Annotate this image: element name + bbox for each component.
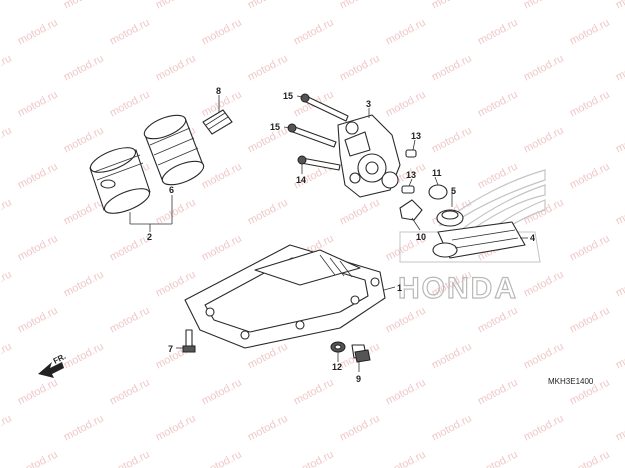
diagram-code: MKH3E1400 [548, 377, 594, 386]
callout-15-bottom: 15 [270, 122, 280, 132]
honda-wing-logo: HONDA [397, 169, 546, 306]
callout-labels: 1 2 3 4 5 6 7 8 9 10 11 12 13 13 14 15 1… [147, 86, 535, 384]
pump-bolts [287, 93, 349, 171]
oil-pump [337, 114, 401, 198]
callout-9: 9 [356, 374, 361, 384]
oil-strainer [432, 221, 526, 259]
oil-pan [184, 244, 386, 349]
callout-10: 10 [416, 232, 426, 242]
callout-13-bottom: 13 [406, 170, 416, 180]
callout-12: 12 [332, 362, 342, 372]
callout-7: 7 [168, 344, 173, 354]
stud-bolt [202, 109, 233, 135]
callout-2: 2 [147, 232, 152, 242]
front-arrow: FR. [38, 352, 67, 378]
callout-13-top: 13 [411, 131, 421, 141]
callout-5: 5 [451, 186, 456, 196]
leader-lines [129, 95, 528, 372]
pan-bolt [182, 329, 196, 353]
filter-housing [143, 114, 205, 186]
callout-3: 3 [366, 99, 371, 109]
callout-4: 4 [530, 233, 535, 243]
callout-11: 11 [432, 168, 442, 178]
callout-8: 8 [216, 86, 221, 96]
o-rings [399, 184, 448, 221]
callout-15-top: 15 [283, 91, 293, 101]
honda-logo-text: HONDA [398, 272, 518, 305]
callout-6: 6 [169, 185, 174, 195]
dowel-pins [401, 149, 417, 194]
callout-1: 1 [397, 283, 402, 293]
callout-14: 14 [296, 175, 306, 185]
seal [436, 209, 464, 227]
oil-filter [89, 147, 151, 214]
drain-bolt [330, 341, 371, 363]
front-label: FR. [52, 352, 68, 366]
